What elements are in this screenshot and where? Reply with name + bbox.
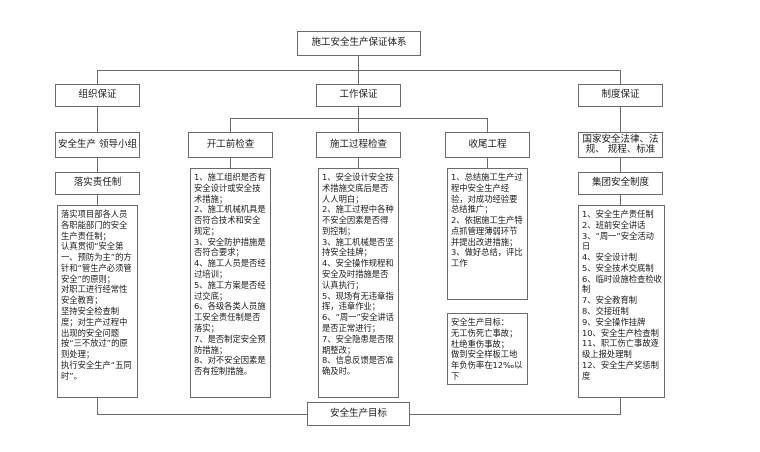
- connector-branch-drop-organization: [97, 70, 98, 84]
- node-closing-work: 收尾工程: [445, 132, 530, 158]
- node-system-assurance: 制度保证: [578, 84, 663, 107]
- connector-left-to-bottom: [97, 414, 307, 415]
- node-safety-production-goal: 安全生产目标: [307, 402, 410, 426]
- connector-right-detail-down: [620, 398, 621, 414]
- detail-closing-work: 1、总结施工生产过程中安全生产经验，对成功经验要总结推广； 2、依据施工生产特点…: [447, 168, 528, 300]
- node-safety-leader-group: 安全生产 领导小组: [55, 132, 140, 158]
- detail-group-safety-system: 1、安全生产责任制 2、班前安全讲话 3、“周一”安全活动日 4、安全设计制 5…: [578, 205, 665, 398]
- connector-process-to-detail: [358, 158, 359, 168]
- node-title: 施工安全生产保证体系: [297, 31, 421, 56]
- detail-pre-start-check: 1、施工组织是否有安全设计或安全技术措施； 2、施工机械机具是否符合技术和安全规…: [190, 168, 271, 398]
- detail-responsibility: 落实项目部各人员各职能部门的安全生产责任制； 认真贯彻“安全第一、预防为主”的方…: [57, 205, 138, 398]
- node-implement-responsibility: 落实责任制: [55, 172, 140, 195]
- detail-process-check: 1、安全设计安全技术措施交底后是否人人明白； 2、施工过程中各种不安全因素是否得…: [318, 168, 399, 398]
- detail-safety-goal: 安全生产目标： 无工伤死亡事故； 杜绝重伤事故； 做到安全样板工地 年负伤率在1…: [447, 313, 528, 385]
- connector-work-drop-closing: [487, 118, 488, 132]
- connector-prestart-to-detail: [230, 158, 231, 168]
- connector-laws-to-group-system: [620, 158, 621, 172]
- connector-closing-to-detail: [487, 158, 488, 168]
- node-national-laws: 国家安全法律、法规、 规程、标准: [578, 132, 663, 158]
- connector-leader-to-responsibility: [97, 158, 98, 172]
- connector-group-system-to-detail: [620, 195, 621, 205]
- connector-branch-drop-work: [358, 70, 359, 84]
- connector-organization-to-leader: [97, 107, 98, 132]
- connector-system-to-laws: [620, 107, 621, 132]
- node-process-check: 施工过程检查: [316, 132, 401, 158]
- connector-work-stem: [358, 107, 359, 118]
- node-pre-start-check: 开工前检查: [188, 132, 273, 158]
- connector-work-drop-process: [358, 118, 359, 132]
- connector-right-to-bottom: [410, 414, 621, 415]
- node-work-assurance: 工作保证: [316, 84, 401, 107]
- node-organization-assurance: 组织保证: [55, 84, 140, 107]
- connector-branch-drop-system: [620, 70, 621, 84]
- node-group-safety-system: 集团安全制度: [578, 172, 663, 195]
- connector-left-detail-down: [97, 398, 98, 414]
- connector-work-drop-prestart: [230, 118, 231, 132]
- connector-title-stem: [358, 56, 359, 70]
- connector-responsibility-to-detail: [97, 195, 98, 205]
